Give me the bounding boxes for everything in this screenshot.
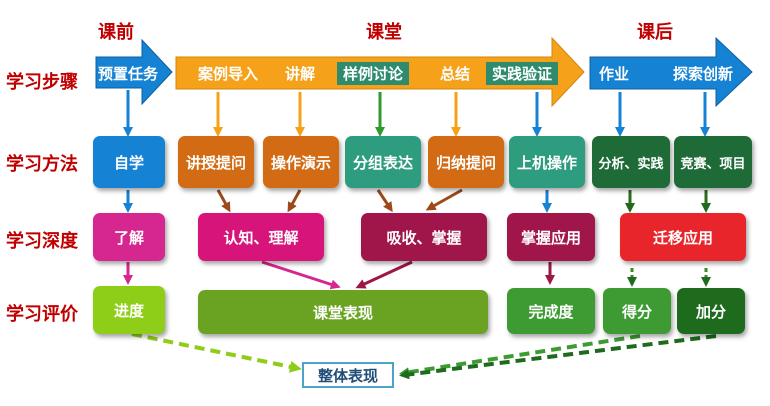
- step-explain: 讲解: [285, 65, 316, 83]
- eval-completion: 完成度: [507, 288, 595, 334]
- after-class-arrow: [589, 36, 753, 108]
- method-lab-operation: 上机操作: [509, 136, 585, 188]
- step-homework: 作业: [599, 65, 630, 83]
- depth-master-apply: 掌握应用: [507, 213, 595, 261]
- step-sample-discussion: 样例讨论: [337, 62, 410, 85]
- method-self-study: 自学: [93, 136, 165, 188]
- arrow-score-overall: [399, 334, 641, 378]
- eval-class-performance: 课堂表现: [198, 290, 488, 334]
- arrow-bonus-overall: [399, 334, 717, 380]
- row-label-methods: 学习方法: [6, 154, 78, 175]
- phase-after-class: 课后: [637, 22, 673, 43]
- depth-transfer-apply: 迁移应用: [620, 213, 746, 261]
- arrow-absorb-class: [355, 260, 413, 289]
- row-label-depth: 学习深度: [6, 231, 78, 252]
- arrow-group-absorb: [376, 189, 393, 213]
- before-class-arrow: [95, 38, 173, 106]
- method-demonstration: 操作演示: [263, 136, 339, 188]
- method-lecture-question: 讲授提问: [178, 136, 254, 188]
- row-label-evaluation: 学习评价: [6, 304, 78, 325]
- phase-before-class: 课前: [98, 22, 134, 43]
- depth-cognize-understand: 认知、理解: [198, 213, 324, 261]
- arrow-lecture-cognize: [216, 189, 231, 213]
- step-practice-verify: 实践验证: [486, 62, 559, 85]
- arrow-demo-cognize: [287, 189, 302, 213]
- method-group-express: 分组表达: [345, 136, 421, 188]
- eval-overall-performance: 整体表现: [302, 362, 394, 388]
- method-induce-question: 归纳提问: [428, 136, 504, 188]
- eval-score: 得分: [603, 288, 671, 334]
- method-analyze-practice: 分析、实践: [592, 136, 670, 188]
- phase-in-class: 课堂: [366, 22, 402, 43]
- arrow-induce-absorb: [425, 188, 463, 211]
- step-summary: 总结: [440, 65, 471, 83]
- depth-understand: 了解: [93, 213, 165, 261]
- step-preview-task: 预置任务: [98, 65, 159, 83]
- depth-absorb-master: 吸收、掌握: [361, 213, 487, 261]
- method-contest-project: 竞赛、项目: [674, 136, 752, 188]
- arrow-progress-overall: [131, 332, 302, 373]
- step-explore-innovate: 探索创新: [673, 65, 734, 83]
- eval-progress: 进度: [93, 286, 165, 334]
- row-label-steps: 学习步骤: [6, 72, 78, 93]
- eval-bonus: 加分: [677, 288, 745, 334]
- arrow-cognize-class: [261, 260, 341, 290]
- step-case-intro: 案例导入: [198, 65, 259, 83]
